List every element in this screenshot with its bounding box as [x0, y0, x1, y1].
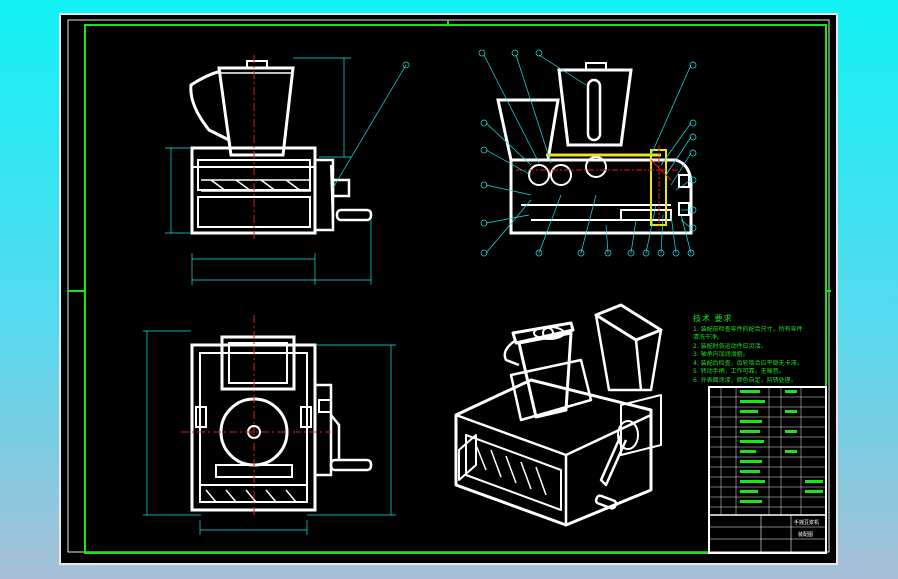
inner-frame	[67, 19, 831, 554]
note-line-3: 2. 装配时各运动件应灵活。	[693, 342, 767, 350]
note-line-1: 1. 装配前检查零件的配合尺寸，所有零件	[693, 325, 803, 333]
note-line-6: 5. 转动手柄，工作可靠，无噪音。	[693, 368, 785, 375]
part-callouts	[478, 49, 697, 257]
note-line-2: 清洗干净。	[693, 334, 724, 341]
isometric-view	[454, 303, 663, 527]
cad-drawing-canvas	[67, 19, 831, 554]
top-dimensions	[143, 330, 396, 535]
technical-requirements-title: 技术 要求	[693, 314, 733, 323]
top-view	[143, 315, 396, 535]
front-dimensions	[165, 57, 410, 285]
front-view	[165, 55, 410, 285]
drawing-number: 装配图	[798, 532, 814, 538]
note-line-5: 4. 装配后检查，齿轮啮合应平稳无卡滞。	[693, 359, 803, 367]
note-line-4: 3. 轴承内加润滑脂。	[693, 351, 749, 358]
section-view	[478, 49, 697, 257]
drawing-name: 手摇豆浆机	[794, 520, 820, 526]
parts-list-table	[708, 386, 827, 554]
drawing-sheet: 技术 要求 1. 装配前检查零件的配合尺寸，所有零件 清洗干净。 2. 装配时各…	[59, 13, 838, 565]
note-line-7: 6. 外表面涂漆，颜色自定，防锈处理。	[693, 376, 797, 384]
technical-requirements: 技术 要求 1. 装配前检查零件的配合尺寸，所有零件 清洗干净。 2. 装配时各…	[693, 314, 833, 385]
